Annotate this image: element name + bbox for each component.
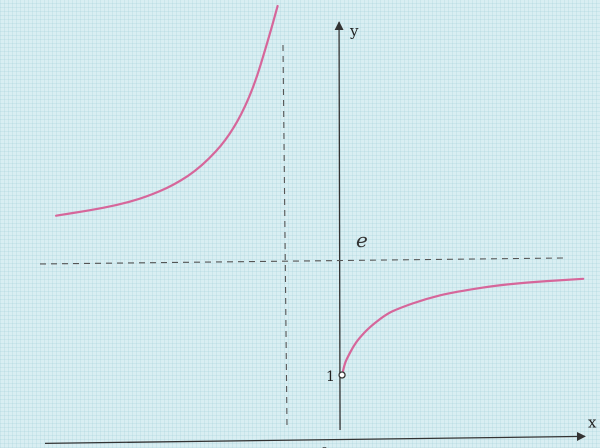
origin-label: 0 — [320, 445, 329, 448]
y-axis — [334, 21, 344, 431]
horizontal-asymptote — [39, 257, 567, 265]
open-point — [338, 371, 346, 379]
curve-right-branch — [341, 277, 585, 377]
vertical-asymptote — [282, 44, 288, 426]
asymptote-label-e: e — [356, 228, 368, 252]
x-axis — [44, 431, 586, 445]
y-axis-label: y — [349, 22, 359, 40]
x-axis-label: x — [588, 413, 597, 431]
curve-left-branch — [55, 4, 279, 217]
y-tick-label: 1 — [326, 369, 335, 385]
